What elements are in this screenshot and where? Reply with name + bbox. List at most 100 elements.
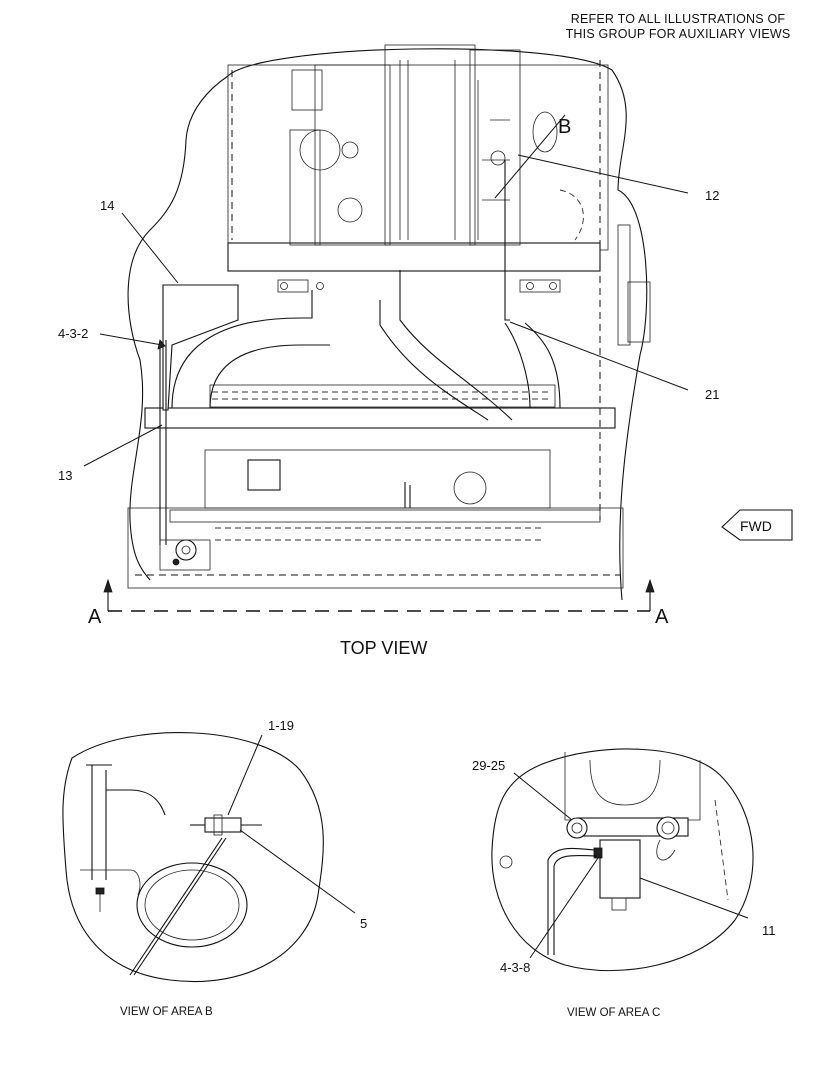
fitting-mid [341, 141, 359, 159]
leader-13 [83, 424, 163, 467]
fwd-arrow [721, 509, 793, 541]
reference-note-line-1: REFER TO ALL ILLUSTRATIONS OF [570, 12, 786, 26]
view-b-boundary [62, 732, 324, 982]
view-b-wire-1 [129, 837, 223, 976]
bolt-2 [316, 282, 324, 290]
right-bracket [617, 224, 631, 346]
pump-hub [181, 545, 191, 555]
leader-4-3-2 [99, 333, 163, 346]
view-b-lower-flange [80, 869, 141, 896]
view-c-frame [564, 752, 701, 821]
callout-12: 12 [705, 188, 719, 203]
leader-5 [239, 829, 356, 914]
callout-29-25: 29-25 [472, 758, 505, 773]
view-c-pump-body [599, 839, 641, 899]
area-b-label: B [558, 116, 571, 138]
bolt-1 [280, 282, 288, 290]
callout-14: 14 [100, 198, 114, 213]
view-c-loop [656, 839, 676, 861]
callout-21: 21 [705, 387, 719, 402]
view-c-fitting-left [566, 817, 588, 839]
view-c-side-bolt [499, 855, 513, 869]
engine-block-left [314, 64, 391, 246]
callout-11: 11 [762, 923, 776, 938]
view-area-b: 1-19 5 VIEW OF AREA B [62, 718, 367, 1018]
radiator-core [209, 384, 556, 408]
section-label-left: A [88, 606, 102, 628]
section-arrow-right-head [645, 578, 655, 593]
top-view-boundary [127, 48, 648, 601]
leader-29-25 [513, 772, 573, 821]
turbo-housing [291, 69, 323, 111]
callout-13: 13 [58, 468, 72, 483]
sensor-fitting [490, 150, 506, 166]
view-b-caption: VIEW OF AREA B [120, 1006, 213, 1018]
right-pipe [504, 322, 561, 409]
engine-block-right [469, 49, 521, 246]
base-inner-hidden [215, 527, 545, 541]
leader-12 [517, 154, 689, 194]
lower-round-port [453, 471, 487, 505]
callout-1-19: 1-19 [268, 718, 294, 733]
left-manifold-pipe [289, 129, 321, 246]
pump-plug [172, 558, 180, 566]
view-c-hidden-line [714, 799, 729, 901]
right-cover [627, 281, 651, 343]
top-view-caption: TOP VIEW [340, 638, 427, 658]
mount-pad-right [519, 279, 561, 293]
view-c-hose [547, 847, 595, 955]
view-c-fitting-right-hub [661, 821, 675, 835]
leader-14 [121, 212, 179, 284]
pump-housing [159, 539, 211, 571]
view-b-pipe-stub [86, 764, 166, 880]
view-c-fitting-right [656, 816, 680, 840]
leader-21 [509, 321, 689, 391]
section-arrow-left-head [103, 578, 113, 593]
leader-1-19 [227, 734, 263, 816]
fitting-upper [337, 197, 363, 223]
leader-4-3-8 [529, 857, 599, 959]
view-b-elbow-opening [136, 862, 248, 948]
view-b-elbow-inner [144, 869, 240, 941]
leader-11 [639, 877, 749, 919]
leader-b [494, 114, 566, 199]
reference-note: REFER TO ALL ILLUSTRATIONS OF THIS GROUP… [540, 12, 816, 42]
view-c-caption: VIEW OF AREA C [567, 1007, 660, 1019]
mount-pad-left [277, 279, 309, 293]
pump-body [175, 539, 197, 561]
engine-block-center [384, 44, 476, 246]
main-pipe-inner [209, 300, 489, 421]
bolt-4 [549, 282, 557, 290]
lower-block [247, 459, 281, 491]
engine-frame-outline [227, 64, 609, 251]
bolt-3 [526, 282, 534, 290]
section-label-right: A [655, 606, 669, 628]
view-b-sensor-body [204, 817, 242, 833]
right-curve-hidden [559, 189, 584, 241]
right-block-details [477, 80, 510, 240]
callout-5: 5 [360, 916, 367, 931]
lower-tank [204, 449, 551, 509]
view-c-housing [589, 759, 661, 806]
leader-4-3-2-arrow [157, 339, 166, 350]
view-area-c: 29-25 4-3-8 11 VIEW OF AREA C [472, 748, 776, 1019]
view-c-fitting-left-hub [571, 822, 583, 834]
area-b-elbow [532, 111, 558, 153]
harness-wire [504, 160, 510, 321]
view-b-wire-2 [133, 837, 227, 976]
view-c-boundary [491, 748, 754, 972]
fwd-label: FWD [740, 518, 772, 534]
view-b-bolt-head [95, 887, 105, 895]
turbo-inlet [299, 129, 341, 171]
top-view: 14 4-3-2 13 12 21 B FWD A A TOP VIEW [58, 44, 793, 658]
callout-4-3-8: 4-3-8 [500, 960, 530, 975]
upper-cross-beam [227, 242, 601, 272]
radiator-core-fins [212, 391, 552, 400]
reference-note-line-2: THIS GROUP FOR AUXILIARY VIEWS [565, 27, 791, 41]
engine-rails [399, 60, 456, 240]
lower-cross-beam [144, 407, 616, 429]
view-c-hose-2 [553, 854, 599, 955]
view-b-sensor-hex [213, 814, 223, 836]
